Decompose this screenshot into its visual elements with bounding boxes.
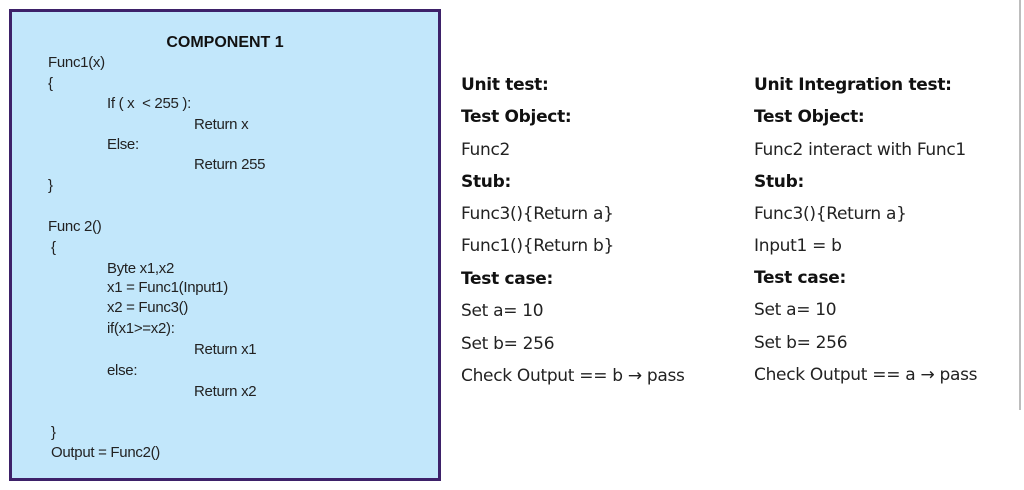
stub-item: Func3(){Return a} [754,204,907,224]
test-case-item: Set b= 256 [461,334,555,354]
code-line: { [51,239,56,256]
code-line: { [48,75,53,92]
code-line: Func1(x) [48,54,105,71]
code-line: Output = Func2() [51,444,161,461]
test-object-label: Test Object: [754,107,865,127]
code-line: Return 255 [194,156,266,173]
code-line: Else: [107,136,139,153]
component-1-box: COMPONENT 1 Func1(x) { If ( x < 255 ): R… [9,9,441,481]
component-title: COMPONENT 1 [166,34,284,51]
code-line: x1 = Func1(Input1) [107,279,228,296]
test-case-item: Set b= 256 [754,333,848,353]
test-object-value: Func2 [461,140,511,160]
stub-label: Stub: [754,172,804,192]
test-case-item: Set a= 10 [461,301,544,321]
stub-item: Func1(){Return b} [461,236,614,256]
code-line: If ( x < 255 ): [107,95,191,112]
stub-item: Func3(){Return a} [461,204,614,224]
test-object-value: Func2 interact with Func1 [754,140,966,160]
divider-line [1019,0,1021,410]
code-line: if(x1>=x2): [107,320,175,337]
code-line: x2 = Func3() [107,299,189,316]
test-case-label: Test case: [461,269,554,289]
code-line: } [51,424,56,441]
test-case-item: Check Output == b → pass [461,366,685,386]
integration-test-heading: Unit Integration test: [754,75,952,95]
unit-test-heading: Unit test: [461,75,549,95]
code-line: Return x [194,116,249,133]
code-line: Byte x1,x2 [107,260,175,277]
code-line: else: [107,362,138,379]
stub-label: Stub: [461,172,511,192]
test-object-label: Test Object: [461,107,572,127]
code-line: Return x2 [194,383,257,400]
stub-item: Input1 = b [754,236,842,256]
test-case-item: Set a= 10 [754,300,837,320]
test-case-label: Test case: [754,268,847,288]
code-line: Func 2() [48,218,102,235]
code-line: } [48,177,53,194]
test-case-item: Check Output == a → pass [754,365,978,385]
code-line: Return x1 [194,341,257,358]
